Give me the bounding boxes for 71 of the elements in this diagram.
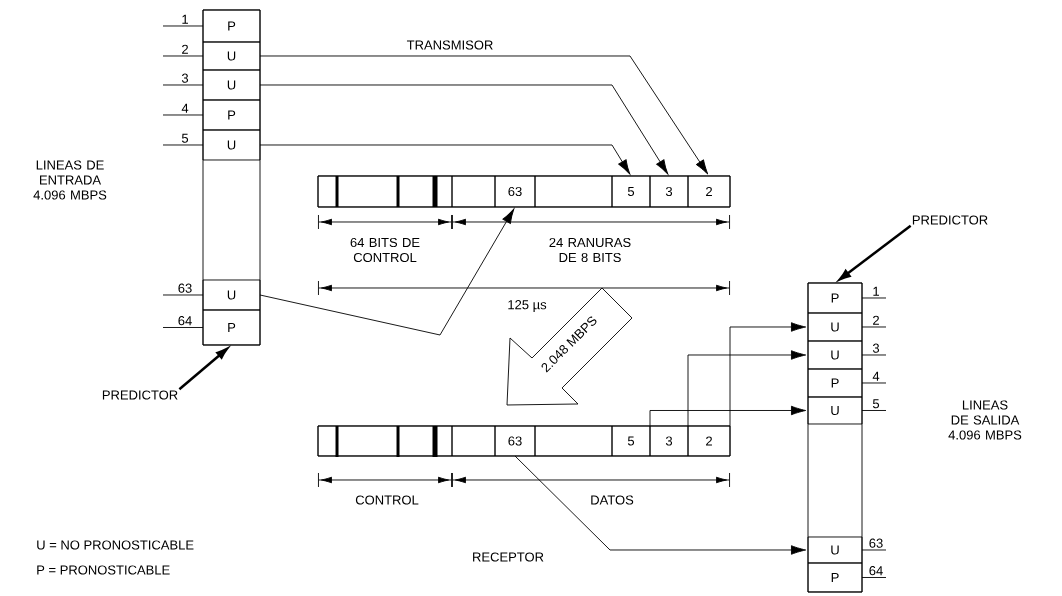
dimension-label: CONTROL bbox=[355, 495, 419, 505]
arrow bbox=[687, 350, 807, 427]
cell: P bbox=[807, 368, 863, 398]
slot: 2 bbox=[687, 425, 731, 457]
cell: U bbox=[807, 312, 863, 342]
cell: P bbox=[807, 562, 863, 593]
cell: U bbox=[202, 41, 261, 71]
empty-slot bbox=[317, 425, 338, 457]
empty-slot bbox=[336, 425, 399, 457]
predictor-label: PREDICTOR bbox=[102, 390, 178, 400]
slot: 3 bbox=[649, 175, 689, 208]
line-number: 5 bbox=[181, 133, 189, 143]
empty-slot bbox=[451, 175, 496, 208]
cell: U bbox=[807, 396, 863, 425]
side-label: LINEAS DE ENTRADA 4.096 MBPS bbox=[33, 160, 107, 200]
side-label: LINEAS DE SALIDA 4.096 MBPS bbox=[948, 400, 1022, 440]
slot: 2 bbox=[687, 175, 731, 208]
legend-text: U = NO PRONOSTICABLE bbox=[37, 540, 194, 550]
empty-slot bbox=[397, 425, 436, 457]
arrow bbox=[259, 144, 631, 175]
cell: P bbox=[807, 282, 863, 314]
line-number: 4 bbox=[872, 371, 880, 381]
line-number: 3 bbox=[181, 73, 189, 83]
line-number: 64 bbox=[178, 316, 192, 326]
cell: P bbox=[202, 99, 261, 131]
arrow bbox=[259, 84, 669, 175]
line-number: 5 bbox=[872, 399, 880, 409]
empty-slot bbox=[397, 175, 436, 208]
empty-slot bbox=[534, 425, 613, 457]
arrow bbox=[178, 347, 228, 391]
line-number: 3 bbox=[872, 343, 880, 353]
slot: 5 bbox=[611, 175, 651, 208]
empty-slot bbox=[336, 175, 399, 208]
predictor-label: PREDICTOR bbox=[912, 215, 988, 225]
arrow bbox=[514, 455, 807, 555]
section-label: TRANSMISOR bbox=[406, 40, 493, 50]
line-number: 2 bbox=[873, 315, 879, 325]
line-number: 1 bbox=[873, 286, 879, 296]
empty-slot bbox=[451, 425, 496, 457]
dimension-label: 64 BITS DE CONTROL bbox=[350, 237, 420, 263]
arrow bbox=[259, 55, 709, 175]
line-number: 1 bbox=[182, 14, 188, 24]
line-number: 63 bbox=[869, 538, 883, 548]
dimension-label: 125 µs bbox=[508, 300, 547, 312]
slot: 5 bbox=[611, 425, 651, 457]
dimension-label: 24 RANURAS DE 8 BITS bbox=[549, 237, 631, 263]
line-number: 2 bbox=[182, 44, 188, 54]
empty-slot bbox=[534, 175, 613, 208]
line-number: 4 bbox=[181, 103, 189, 113]
cell: U bbox=[807, 340, 863, 370]
arrow bbox=[649, 405, 807, 427]
empty-slot bbox=[317, 175, 338, 208]
cell: P bbox=[202, 309, 261, 346]
empty-slot bbox=[434, 425, 453, 457]
arrow bbox=[259, 208, 515, 336]
cell: U bbox=[202, 279, 261, 311]
slot: 3 bbox=[649, 425, 689, 457]
cell: U bbox=[202, 129, 261, 161]
legend-text: P = PRONOSTICABLE bbox=[37, 565, 170, 575]
slot: 63 bbox=[494, 175, 536, 208]
line-number: 64 bbox=[869, 566, 883, 576]
slot: 63 bbox=[494, 425, 536, 457]
dimension-label: DATOS bbox=[591, 495, 634, 505]
cell: P bbox=[202, 9, 261, 43]
line-number: 63 bbox=[178, 283, 192, 293]
section-label: RECEPTOR bbox=[473, 552, 544, 562]
cell: U bbox=[202, 69, 261, 101]
cell: U bbox=[807, 536, 863, 564]
empty-slot bbox=[434, 175, 453, 208]
arrow bbox=[729, 322, 807, 427]
arrow bbox=[838, 224, 912, 281]
